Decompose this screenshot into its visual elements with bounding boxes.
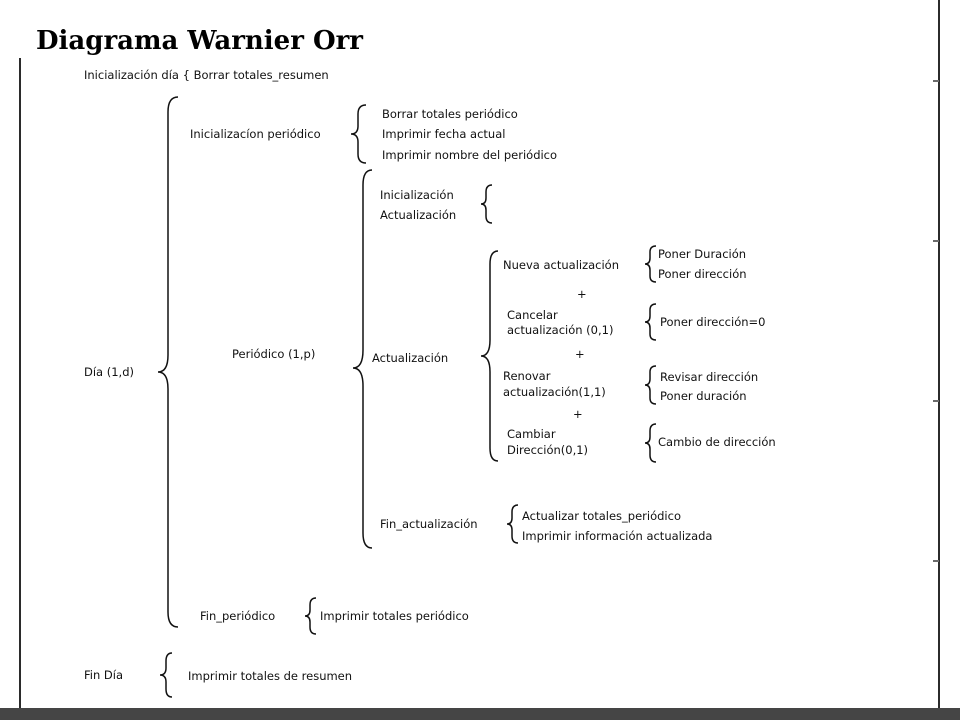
operation-step: Poner dirección=0 xyxy=(660,315,765,329)
actualizacion-first-label: Actualización xyxy=(380,208,456,222)
brace-renovar-actualizacion xyxy=(644,365,657,405)
brace-inicializacion-periodico xyxy=(350,104,367,164)
header-line: Inicialización día { Borrar totales_resu… xyxy=(84,68,329,82)
fin-actualizacion-item: Actualizar totales_periódico xyxy=(522,509,681,523)
operation-name: Dirección(0,1) xyxy=(507,443,588,457)
brace-periodico xyxy=(352,169,373,549)
operation-step: Poner duración xyxy=(660,389,747,403)
inicializacion-label: Inicialización xyxy=(380,188,454,202)
fin-periodico-item: Imprimir totales periódico xyxy=(320,609,469,623)
operation-name: Renovar xyxy=(503,369,551,383)
dia-label: Día (1,d) xyxy=(84,365,134,379)
operation-name: actualización (0,1) xyxy=(507,323,613,337)
operation-name: actualización(1,1) xyxy=(503,385,606,399)
operation-step: Revisar dirección xyxy=(660,370,758,384)
exclusive-or-symbol: + xyxy=(575,347,585,361)
exclusive-or-symbol: + xyxy=(573,407,583,421)
brace-dia xyxy=(157,96,179,628)
frame-tick xyxy=(933,560,939,562)
operation-step: Poner dirección xyxy=(658,267,747,281)
bottom-bar xyxy=(0,708,960,720)
brace-cambiar-direccion xyxy=(644,423,657,463)
fin-actualizacion-item: Imprimir información actualizada xyxy=(522,529,712,543)
operation-name: Cancelar xyxy=(507,308,558,322)
left-frame-line xyxy=(19,58,21,708)
operation-name: Nueva actualización xyxy=(503,258,619,272)
brace-fin-dia xyxy=(159,652,173,698)
frame-tick xyxy=(933,400,939,402)
brace-cancelar-actualizacion xyxy=(644,303,657,341)
exclusive-or-symbol: + xyxy=(577,287,587,301)
fin-dia-label: Fin Día xyxy=(84,668,123,682)
brace-fin-actualizacion xyxy=(506,504,519,544)
brace-fin-periodico xyxy=(304,597,317,635)
inicializacion-periodico-label: Inicializacíon periódico xyxy=(190,127,321,141)
inicializacion-periodico-item: Borrar totales periódico xyxy=(382,107,518,121)
operation-step: Poner Duración xyxy=(658,247,746,261)
right-frame-line xyxy=(938,0,940,708)
inicializacion-periodico-item: Imprimir nombre del periódico xyxy=(382,148,557,162)
fin-dia-item: Imprimir totales de resumen xyxy=(188,669,352,683)
brace-actualizacion xyxy=(480,250,499,462)
slide-title: Diagrama Warnier Orr xyxy=(36,26,364,56)
inicializacion-periodico-item: Imprimir fecha actual xyxy=(382,127,505,141)
frame-tick xyxy=(933,240,939,242)
frame-tick xyxy=(933,80,939,82)
brace-nueva-actualizacion xyxy=(644,245,657,283)
fin-periodico-label: Fin_periódico xyxy=(200,609,275,623)
operation-step: Cambio de dirección xyxy=(658,435,776,449)
operation-name: Cambiar xyxy=(507,427,556,441)
actualizacion-label: Actualización xyxy=(372,351,448,365)
periodico-label: Periódico (1,p) xyxy=(232,347,315,361)
fin-actualizacion-label: Fin_actualización xyxy=(380,517,478,531)
brace-inicializacion xyxy=(480,184,493,224)
